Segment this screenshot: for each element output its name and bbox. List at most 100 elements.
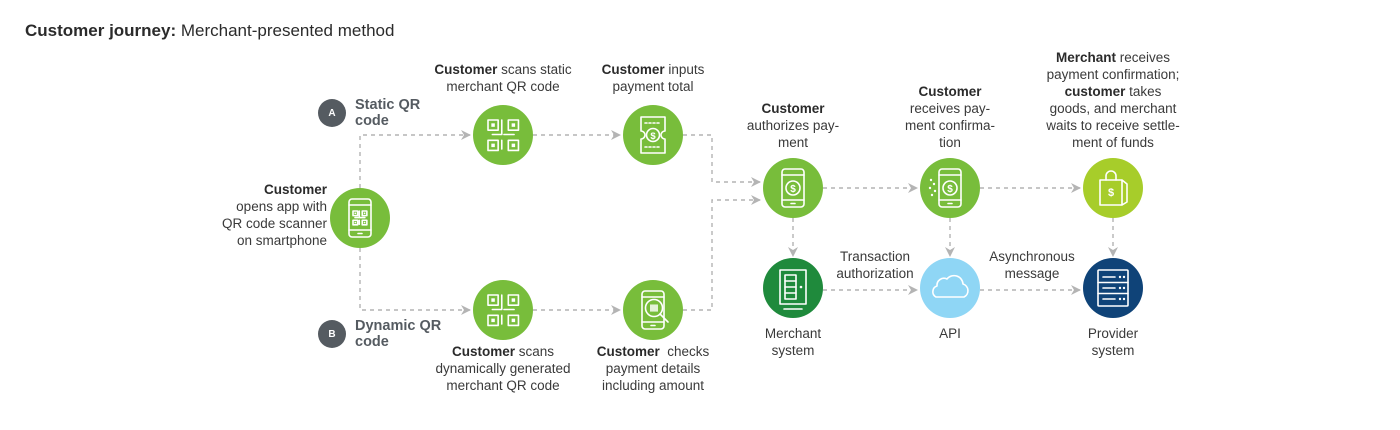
label-check-details: Customer checks payment details includin… [573,343,733,394]
label-line: receives [1115,50,1171,65]
label-line: opens app with [236,199,327,214]
label-line: dynamically generated [435,361,571,376]
nodes: $ $ $ $ [330,105,1143,340]
label-line: ment confirma- [904,118,996,133]
diagram-title: Customer journey: Merchant-presented met… [25,21,394,41]
label-line: Provider [1087,326,1139,341]
node-circle [473,280,533,340]
qr-code-icon [487,294,520,327]
label-api: API [900,325,1000,342]
label-bold: Customer [596,344,660,359]
phone-search-icon [641,290,669,330]
label-line: ment of funds [1072,135,1154,150]
branch-b: B Dynamic QR code [318,318,450,350]
branch-a: A Static QR code [318,97,425,129]
label-line: Transaction [839,249,911,264]
label-bold: Customer [434,62,498,77]
label-line: Asynchronous [989,249,1075,264]
node-check-details [623,280,683,340]
server-icon [1097,269,1129,307]
label-bold: customer [1064,84,1126,99]
cloud-icon [932,274,969,298]
pos-terminal-icon [779,269,807,310]
edge-label-transaction-authorization: Transaction authorization [820,248,930,282]
branch-label-a: Static QR code [355,97,421,129]
label-bold: Customer [601,62,665,77]
label-line: on smartphone [236,233,327,248]
label-merchant-system: Merchant system [743,325,843,359]
label-bold: Customer [263,182,327,197]
node-start [330,188,390,248]
node-scan-static [473,105,533,165]
node-circle [623,105,683,165]
title-bold: Customer journey: [25,21,177,40]
label-line: ment [777,135,808,150]
label-line: payment total [612,79,694,94]
label-line: receives pay- [909,101,991,116]
node-receive-confirmation: $ [920,158,980,218]
label-line: waits to receive settle- [1046,118,1180,133]
node-circle [920,158,980,218]
shopping-bag-dollar-icon: $ [1099,170,1128,206]
label-line: system [1091,343,1135,358]
label-line: scans [514,344,555,359]
label-scan-dynamic: Customer scans dynamically generated mer… [413,343,593,394]
label-line: payment details [605,361,701,376]
node-circle [763,158,823,218]
label-provider-system: Provider system [1063,325,1163,359]
label-line: inputs [664,62,705,77]
edge-label-asynchronous-message: Asynchronous message [977,248,1087,282]
branch-badge-a: A [318,99,346,127]
node-merchant-system [763,258,823,318]
label-authorize: Customer authorizes pay- ment [723,100,863,151]
label-bold: Customer [761,101,825,116]
edge-start-to-scan-dynamic [359,248,471,315]
phone-dollar-icon: $ [781,168,805,208]
label-bold: Merchant [1055,50,1116,65]
connectors [359,130,1118,315]
label-line: authorization [836,266,914,281]
label-line: message [1004,266,1060,281]
label-line: merchant QR code [446,79,560,94]
svg-text:$: $ [947,184,953,195]
node-provider-system [1083,258,1143,318]
label-scan-static: Customer scans static merchant QR code [403,61,603,95]
label-line: merchant QR code [446,378,560,393]
svg-text:$: $ [1108,187,1114,199]
label-line: takes [1125,84,1162,99]
node-circle [1083,158,1143,218]
label-line: API [939,326,961,341]
label-receive-confirmation: Customer receives pay- ment confirma- ti… [880,83,1020,151]
node-merchant-receives: $ [1083,158,1143,218]
label-line: system [771,343,815,358]
label-start: Customer opens app with QR code scanner … [222,181,327,249]
label-bold: Customer [918,84,982,99]
label-line: goods, and merchant [1049,101,1177,116]
node-circle [473,105,533,165]
label-input-total: Customer inputs payment total [573,61,733,95]
receipt-dollar-icon: $ [640,116,666,154]
branch-badge-b: B [318,320,346,348]
phone-dollar-sparkle-icon: $ [928,168,962,208]
svg-text:$: $ [790,184,796,195]
label-line: scans static [497,62,572,77]
label-line: authorizes pay- [746,118,840,133]
qr-code-icon [487,119,520,152]
node-input-total: $ [623,105,683,165]
label-line: payment confirmation; [1046,67,1180,82]
node-scan-dynamic [473,280,533,340]
label-line: including amount [601,378,705,393]
node-api [920,258,980,318]
node-circle [763,258,823,318]
node-authorize: $ [763,158,823,218]
label-merchant-receives: Merchant receives payment confirmation; … [1023,49,1203,151]
svg-text:$: $ [650,131,656,142]
node-circle [920,258,980,318]
edge-input-total-to-authorize [683,134,761,187]
label-line: Merchant [764,326,822,341]
edge-check-details-to-authorize [683,195,761,311]
branch-label-b: Dynamic QR code [355,318,442,350]
label-line: checks [659,344,710,359]
edge-start-to-scan-static [359,130,471,188]
